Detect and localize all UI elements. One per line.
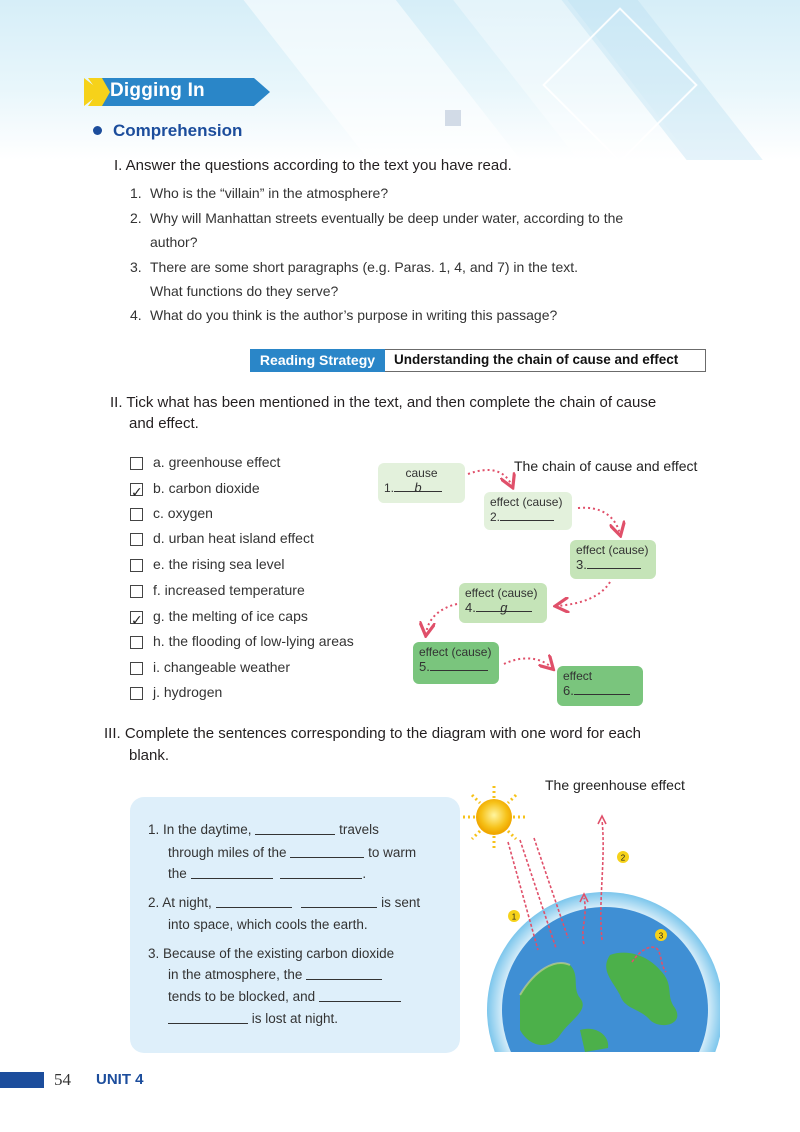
marker-3: 3 bbox=[655, 929, 667, 941]
answer-blank-5[interactable] bbox=[429, 659, 488, 671]
option-f: f. increased temperature bbox=[153, 582, 305, 598]
blank-1d[interactable] bbox=[280, 867, 363, 879]
chain-title: The chain of cause and effect bbox=[514, 458, 698, 474]
checkbox-i[interactable] bbox=[130, 662, 143, 675]
sentences-box bbox=[130, 797, 460, 1053]
question-3: 3.There are some short paragraphs (e.g. … bbox=[130, 259, 579, 275]
reading-strategy-label: Reading Strategy bbox=[250, 349, 385, 372]
chain-arrows bbox=[0, 469, 800, 720]
chain-node-4: effect (cause) 4.g bbox=[459, 583, 547, 623]
option-g: g. the melting of ice caps bbox=[153, 608, 308, 624]
checkbox-d[interactable] bbox=[130, 533, 143, 546]
greenhouse-diagram: 1 2 3 bbox=[463, 786, 720, 1052]
arrow-5-6 bbox=[503, 658, 552, 668]
blank-1a[interactable] bbox=[255, 823, 336, 835]
part1-heading: I. Answer the questions according to the… bbox=[114, 157, 512, 174]
checkbox-h[interactable] bbox=[130, 636, 143, 649]
option-i: i. changeable weather bbox=[153, 659, 290, 675]
answer-blank-2[interactable] bbox=[500, 509, 555, 521]
question-3-continued: What functions do they serve? bbox=[150, 283, 339, 299]
reading-strategy-title: Understanding the chain of cause and eff… bbox=[394, 352, 679, 367]
question-2-continued: author? bbox=[150, 234, 198, 250]
sentence-1-line2: through miles of the to warm bbox=[168, 845, 417, 860]
arrow-4-5 bbox=[426, 603, 458, 634]
chain-node-3: effect (cause) 3. bbox=[570, 540, 656, 579]
marker-1: 1 bbox=[508, 910, 520, 922]
checkbox-j[interactable] bbox=[130, 687, 143, 700]
checkbox-f[interactable] bbox=[130, 585, 143, 598]
blank-3a[interactable] bbox=[306, 968, 383, 980]
question-2: 2.Why will Manhattan streets eventually … bbox=[130, 210, 624, 226]
option-b: b. carbon dioxide bbox=[153, 480, 260, 496]
sentence-1-line1: 1. In the daytime, travels bbox=[148, 822, 379, 837]
part3-heading: III. Complete the sentences correspondin… bbox=[104, 725, 641, 742]
chain-node-2: effect (cause) 2. bbox=[484, 492, 572, 530]
svg-text:1: 1 bbox=[512, 913, 517, 922]
diagram-title: The greenhouse effect bbox=[545, 777, 685, 793]
blank-1b[interactable] bbox=[290, 846, 365, 858]
question-1: 1.Who is the “villain” in the atmosphere… bbox=[130, 185, 389, 201]
blank-3c[interactable] bbox=[168, 1012, 248, 1024]
checkbox-b[interactable]: ✓ bbox=[130, 483, 143, 499]
option-d: d. urban heat island effect bbox=[153, 530, 314, 546]
option-e: e. the rising sea level bbox=[153, 556, 285, 572]
answer-blank-1[interactable]: b bbox=[394, 480, 443, 495]
checkbox-a[interactable] bbox=[130, 457, 143, 470]
chain-node-5: effect (cause) 5. bbox=[413, 642, 499, 684]
subsection-title: Comprehension bbox=[113, 121, 243, 140]
answer-blank-4[interactable]: g bbox=[475, 600, 532, 615]
arrow-2-3 bbox=[577, 506, 620, 534]
checkbox-c[interactable] bbox=[130, 508, 143, 521]
section-banner bbox=[84, 78, 270, 106]
checkbox-g[interactable]: ✓ bbox=[130, 611, 143, 627]
check-icon: ✓ bbox=[131, 612, 143, 628]
blank-1c[interactable] bbox=[190, 867, 273, 879]
svg-text:2: 2 bbox=[621, 854, 626, 863]
question-4: 4.What do you think is the author’s purp… bbox=[130, 307, 558, 323]
part2-heading: II. Tick what has been mentioned in the … bbox=[110, 394, 657, 411]
sun-icon bbox=[463, 786, 525, 848]
blank-2b[interactable] bbox=[301, 896, 378, 908]
arrow-1-2 bbox=[467, 469, 512, 486]
part3-heading-continued: blank. bbox=[129, 747, 170, 764]
option-c: c. oxygen bbox=[153, 505, 213, 521]
blank-3b[interactable] bbox=[318, 990, 401, 1002]
checkbox-e[interactable] bbox=[130, 559, 143, 572]
option-h: h. the flooding of low-lying areas bbox=[153, 633, 354, 649]
page-number: 54 bbox=[54, 1070, 71, 1089]
marker-2: 2 bbox=[617, 851, 629, 863]
sentence-2-line1: 2. At night, is sent bbox=[148, 895, 421, 910]
arrow-3-4 bbox=[557, 581, 611, 606]
sentence-3-line3: tends to be blocked, and bbox=[168, 989, 401, 1004]
chain-node-1: cause 1.b bbox=[378, 463, 465, 503]
sentence-2-line2: into space, which cools the earth. bbox=[168, 917, 368, 932]
blank-2a[interactable] bbox=[215, 896, 292, 908]
answer-blank-3[interactable] bbox=[586, 557, 641, 569]
footer-bar bbox=[0, 1072, 44, 1088]
svg-text:3: 3 bbox=[659, 932, 664, 941]
sentence-1-line3: the . bbox=[168, 866, 367, 881]
bullet-icon bbox=[93, 126, 102, 135]
option-j: j. hydrogen bbox=[153, 684, 223, 700]
sentence-3-line1: 3. Because of the existing carbon dioxid… bbox=[148, 946, 395, 961]
chain-node-6: effect 6. bbox=[557, 666, 643, 706]
answer-blank-6[interactable] bbox=[573, 683, 630, 695]
sentence-3-line4: is lost at night. bbox=[168, 1011, 338, 1026]
check-icon: ✓ bbox=[131, 484, 143, 500]
option-a: a. greenhouse effect bbox=[153, 454, 281, 470]
sentence-3-line2: in the atmosphere, the bbox=[168, 967, 383, 982]
unit-label: UNIT 4 bbox=[96, 1071, 144, 1088]
section-title: Digging In bbox=[110, 80, 205, 101]
part2-heading-continued: and effect. bbox=[129, 415, 199, 432]
